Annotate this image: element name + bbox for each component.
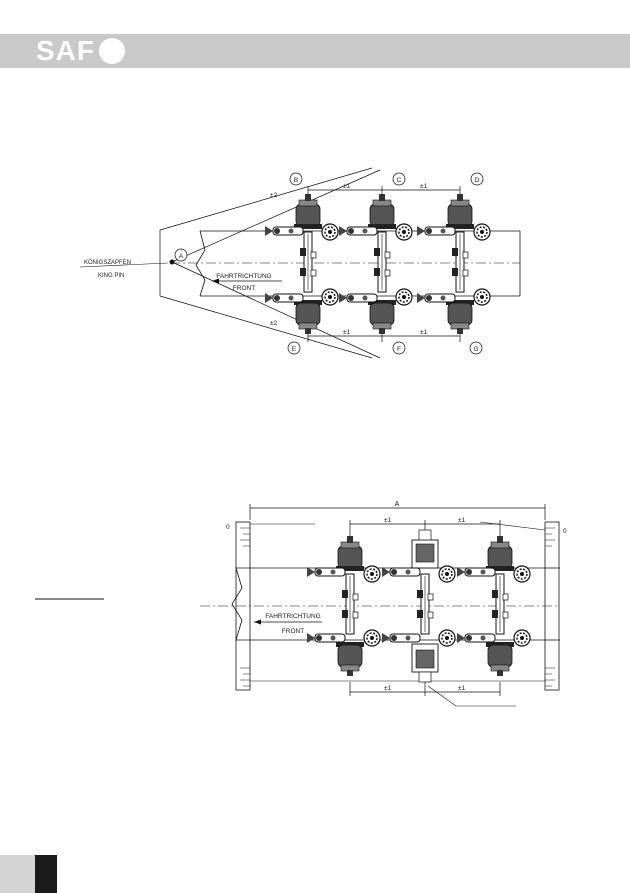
svg-text:G: G xyxy=(473,346,478,353)
point-e: E xyxy=(287,341,301,355)
tol-bottom-2: ±1 xyxy=(458,685,466,692)
top-direction-de: FAHRTRICHTUNG xyxy=(216,273,272,280)
point-b: B xyxy=(289,172,303,186)
point-f: F xyxy=(392,341,406,355)
kingpin-label-en: KING PIN xyxy=(98,273,124,279)
overall-dim-label: A xyxy=(395,501,400,508)
measuring-fixture-top xyxy=(411,529,439,569)
top-direction-en: FRONT xyxy=(233,285,255,292)
svg-text:B: B xyxy=(294,177,298,184)
svg-text:A: A xyxy=(179,253,184,260)
svg-text:E: E xyxy=(292,346,297,353)
bottom-direction-en: FRONT xyxy=(282,628,304,635)
kingpin-label-de: KÖNIGSZAPFEN xyxy=(84,259,131,266)
logo-circle-icon xyxy=(99,38,125,64)
tol-top-2: ±1 xyxy=(458,517,466,524)
logo-text: SAF xyxy=(36,35,95,66)
footer-strip xyxy=(0,855,35,893)
svg-text:C: C xyxy=(397,177,402,184)
tol-top-1: ±1 xyxy=(384,517,392,524)
point-c: C xyxy=(392,172,406,186)
tol-spacing-2: ±1 xyxy=(420,183,428,190)
bottom-diagram: A ±1 ±1 0 0 xyxy=(35,501,567,707)
svg-text:D: D xyxy=(475,177,480,184)
tol-diag-bottom: ±2 xyxy=(270,320,278,327)
point-g: G xyxy=(469,341,483,355)
tol-diag-top: ±2 xyxy=(270,192,278,199)
saf-logo: SAF xyxy=(36,36,125,66)
measuring-fixture-bottom xyxy=(411,643,439,683)
tol-spacing-3: ±1 xyxy=(343,329,351,336)
point-a: A xyxy=(174,248,188,262)
tol-bottom-1: ±1 xyxy=(384,685,392,692)
svg-text:F: F xyxy=(397,346,401,353)
footer-tab xyxy=(35,855,57,893)
bottom-direction-de: FAHRTRICHTUNG xyxy=(265,613,321,620)
scale-zero-left: 0 xyxy=(226,524,230,531)
scale-zero-right: 0 xyxy=(563,528,567,535)
point-d: D xyxy=(470,172,484,186)
tol-spacing-4: ±1 xyxy=(420,329,428,336)
tol-spacing-1: ±1 xyxy=(343,183,351,190)
top-diagram: FAHRTRICHTUNG FRONT KÖNIGSZAPFEN KING PI… xyxy=(79,167,521,359)
